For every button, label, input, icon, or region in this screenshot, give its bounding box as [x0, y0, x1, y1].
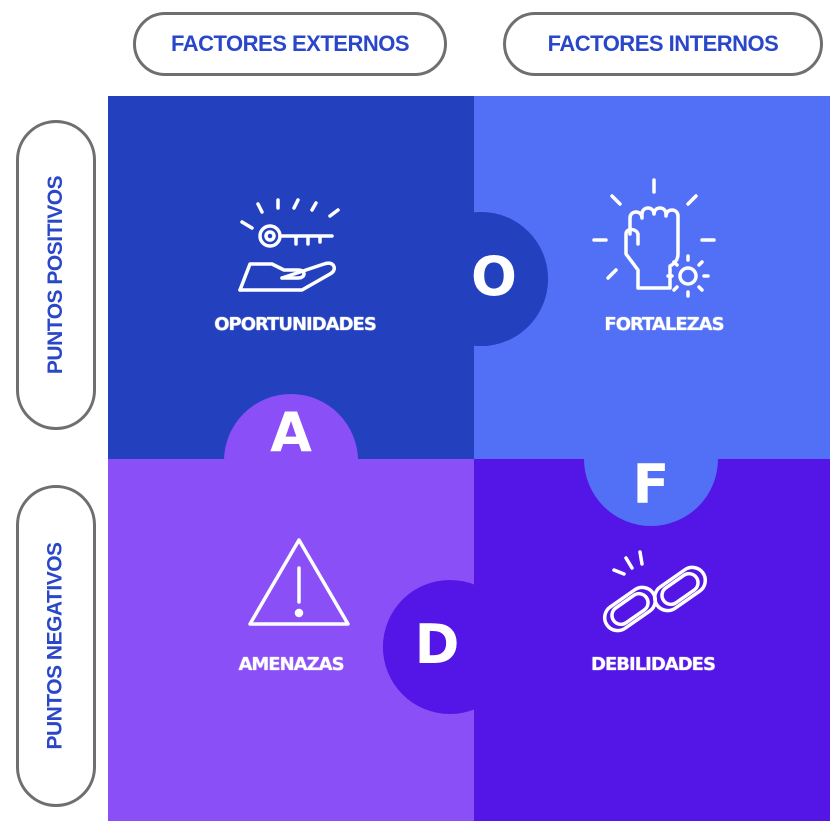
letter-o: O	[471, 245, 517, 308]
row-positivos-label: PUNTOS POSITIVOS	[44, 175, 67, 375]
quadrant-oportunidades-mask	[108, 96, 474, 394]
quadrant-debilidades-mask-2	[474, 526, 517, 580]
quadrant-amenazas-mask	[108, 528, 383, 821]
quadrant-debilidades-mask-3	[474, 714, 517, 821]
quadrant-fortalezas-mask-3	[718, 346, 830, 459]
label-debilidades: DEBILIDADES	[591, 654, 716, 675]
quadrant-fortalezas-mask-4	[474, 96, 548, 212]
label-oportunidades: OPORTUNIDADES	[214, 314, 377, 335]
quadrant-debilidades-mask	[517, 526, 830, 821]
header-externos-label: FACTORES EXTERNOS	[170, 31, 410, 56]
letter-a: A	[270, 401, 312, 464]
warning-triangle-icon	[246, 536, 352, 630]
label-fortalezas: FORTALEZAS	[604, 314, 724, 335]
row-puntos-negativos: PUNTOS NEGATIVOS	[16, 485, 96, 807]
header-factores-internos: FACTORES INTERNOS	[503, 12, 823, 76]
letter-d: D	[414, 613, 460, 676]
broken-chain-icon	[596, 550, 714, 644]
fist-gear-icon	[590, 178, 720, 303]
quadrant-oportunidades-mask-3	[108, 394, 224, 459]
header-internos-label: FACTORES INTERNOS	[547, 31, 779, 56]
quadrant-amenazas-mask-4	[383, 714, 474, 821]
letter-f: F	[632, 453, 670, 516]
row-puntos-positivos: PUNTOS POSITIVOS	[16, 120, 96, 430]
quadrant-amenazas-mask-3	[108, 459, 224, 528]
label-amenazas: AMENAZAS	[238, 654, 344, 675]
quadrant-fortalezas-mask-2	[474, 346, 584, 459]
row-negativos-label: PUNTOS NEGATIVOS	[44, 542, 67, 750]
key-hand-icon	[232, 198, 352, 298]
quadrant-oportunidades-mask-2	[358, 394, 474, 459]
quadrant-amenazas-mask-2	[358, 459, 474, 580]
header-factores-externos: FACTORES EXTERNOS	[133, 12, 447, 76]
